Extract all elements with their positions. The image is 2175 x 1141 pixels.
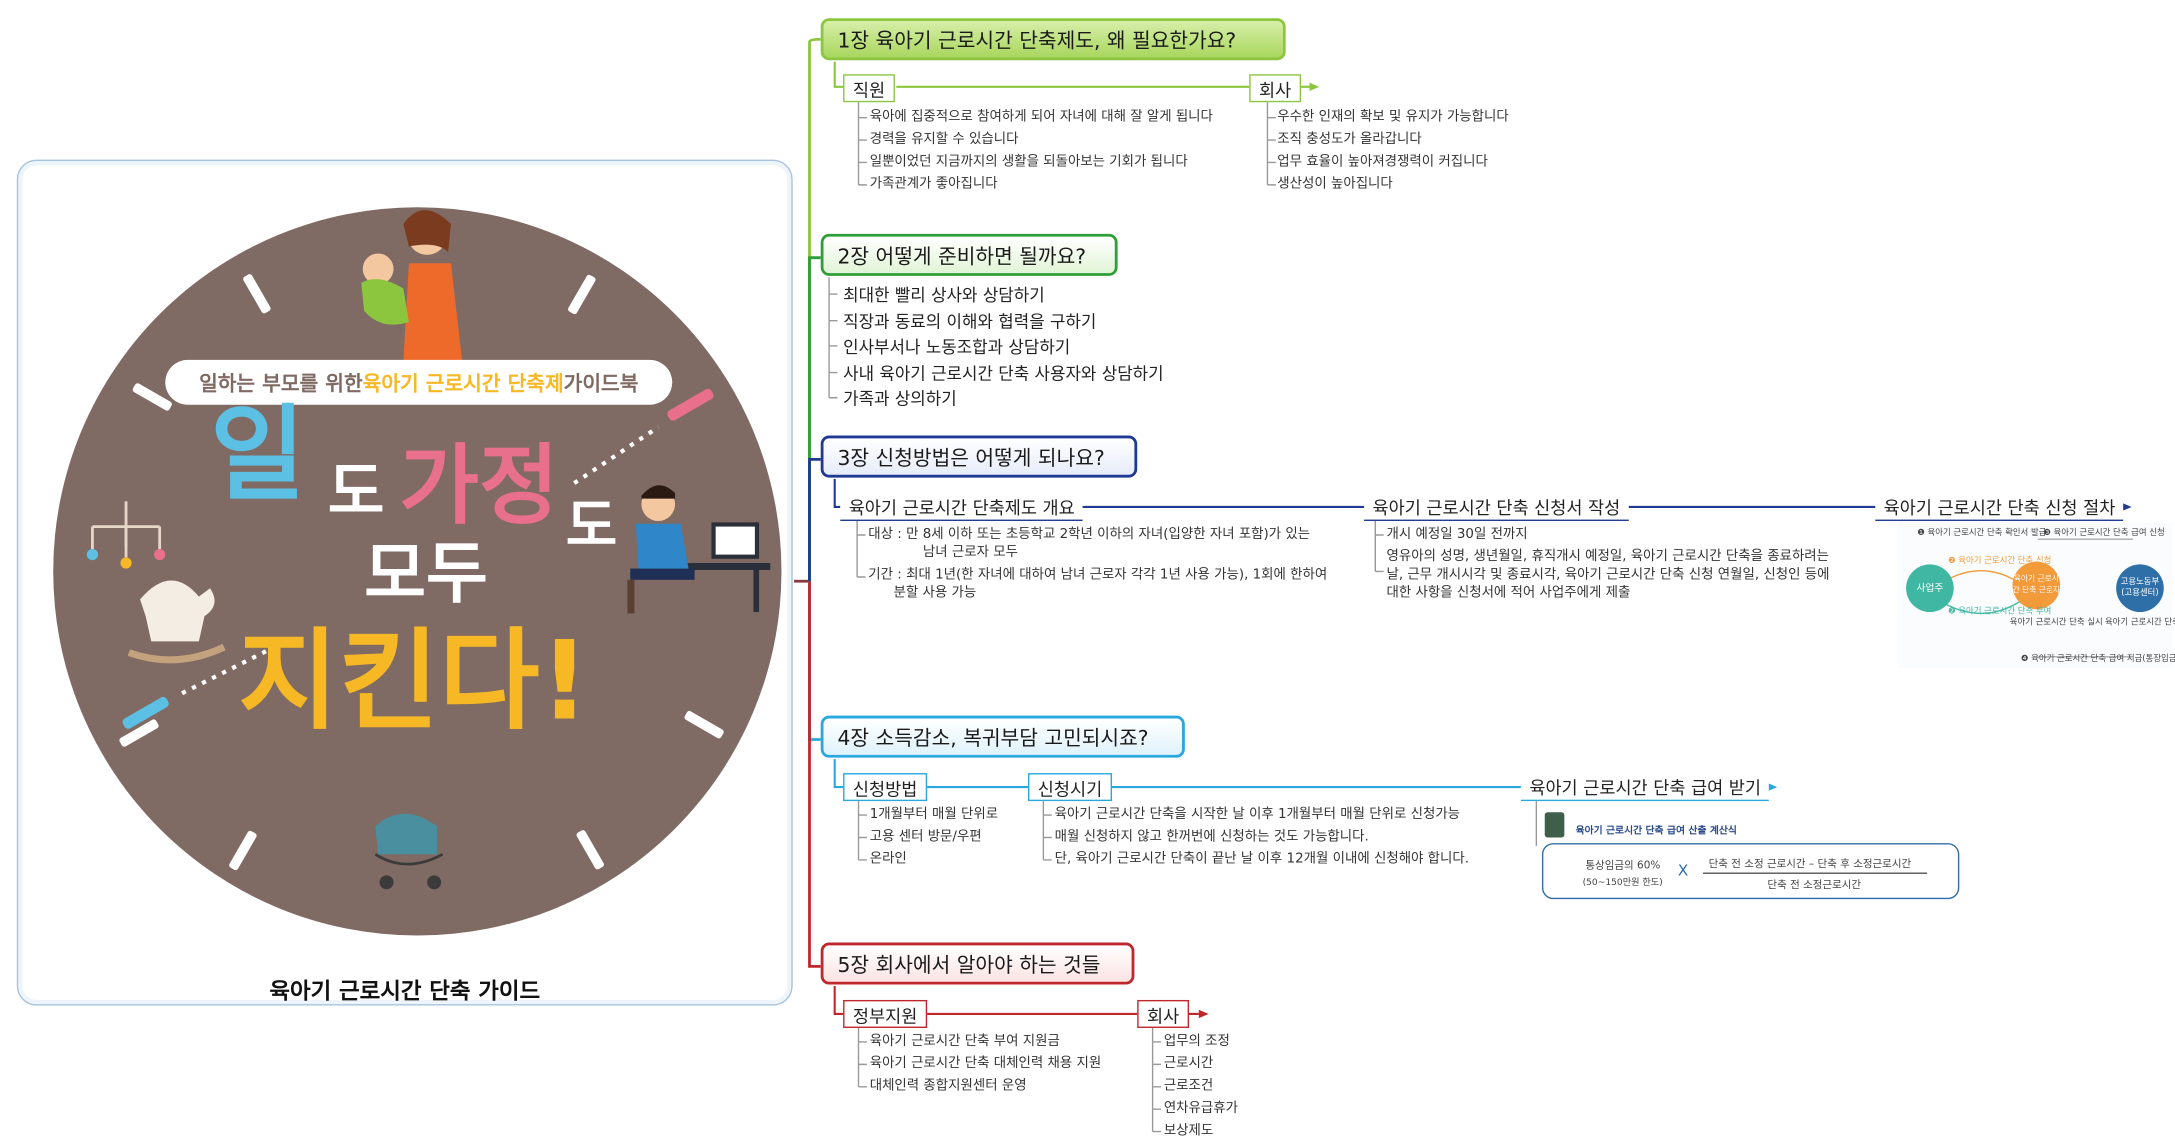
ch1-company-item: 우수한 인재의 확보 및 유지가 가능합니다	[1277, 109, 1509, 125]
cover-frame	[16, 159, 793, 1006]
baby-mobile-illustration	[91, 501, 162, 558]
ch3-form-deadline: 개시 예정일 30일 전까지	[1386, 526, 1528, 542]
cover-banner: 일하는 부모를 위한 육아기 근로시간 단축제 가이드북	[165, 359, 673, 405]
ch1-employee-item: 가족관계가 좋아집니다	[869, 176, 998, 192]
ch3-form-detail-3: 대한 사항을 신청서에 적어 사업주에게 제출	[1386, 585, 1631, 601]
calculator-icon	[1544, 812, 1565, 838]
proc-step-4: ❹ 육아기 근로시간 단축 급여 지급(통장입금)	[2020, 654, 2175, 664]
formula-fraction-bar	[1703, 872, 1928, 874]
cover-caption: 육아기 근로시간 단축 가이드	[269, 977, 541, 1005]
ch5-company-item: 업무의 조정	[1163, 1033, 1230, 1049]
proc-step-2b: ❷ 육아기 근로시간 단축 부여	[1948, 606, 2052, 617]
ch4-timing-label[interactable]: 신청시기	[1027, 773, 1113, 802]
ch4-pay-label[interactable]: 육아기 근로시간 단축 급여 받기	[1520, 773, 1770, 802]
ch3-target-line1: 대상 : 만 8세 이하 또는 초등학교 2학년 이하의 자녀(입양한 자녀 포…	[868, 526, 1311, 542]
slogan-do1: 도	[327, 456, 385, 528]
ch4-timing-item: 육아기 근로시간 단축을 시작한 날 이후 1개월부터 매월 단위로 신청가능	[1054, 806, 1461, 823]
ch1-employee-item: 육아에 집중적으로 참여하게 되어 자녀에 대해 잘 알게 됩니다	[869, 109, 1213, 125]
ch5-company-label[interactable]: 회사	[1137, 999, 1190, 1028]
slogan-do2: 도	[565, 494, 618, 559]
ch3-procedure-label[interactable]: 육아기 근로시간 단축 신청 절차	[1875, 492, 2124, 521]
chapter-2-title[interactable]: 2장 어떻게 준비하면 될까요?	[820, 233, 1118, 276]
chapter-5-title[interactable]: 5장 회사에서 알아야 하는 것들	[820, 942, 1135, 985]
ch5-company-item: 근로조건	[1163, 1078, 1214, 1094]
slogan-il: 일	[210, 394, 306, 516]
chapter-4-title[interactable]: 4장 소득감소, 복귀부담 고민되시죠?	[820, 715, 1185, 758]
ch4-timing-item: 매월 신청하지 않고 한꺼번에 신청하는 것도 가능합니다.	[1054, 829, 1369, 845]
ch5-gov-item: 육아기 근로시간 단축 부여 지원금	[869, 1033, 1060, 1049]
formula-left-1: 통상임금의 60%	[1585, 858, 1661, 872]
proc-worker-circle: 육아기 근로시간 단축 근로자	[2012, 561, 2061, 610]
slogan-gajeong: 가정	[399, 434, 559, 537]
ch4-timing-item: 단, 육아기 근로시간 단축이 끝난 날 이후 12개월 이내에 신청해야 합니…	[1054, 851, 1470, 867]
ch5-company-item: 근로시간	[1163, 1055, 1214, 1072]
ch3-procedure-diagram: 사업주 육아기 근로시간 단축 근로자 고용노동부 (고용센터) ❶ 육아기 근…	[1897, 522, 2175, 669]
ch4-method-label[interactable]: 신청방법	[843, 773, 928, 802]
rocking-horse-illustration	[127, 580, 226, 664]
ch2-item: 직장과 동료의 이해와 협력을 구하기	[843, 312, 1097, 332]
ch1-employee-label[interactable]: 직원	[843, 74, 895, 103]
formula-box: 통상임금의 60% (50~150만원 한도) X 단축 전 소정 근로시간 –…	[1541, 843, 1960, 900]
proc-step-3: ❸ 육아기 근로시간 단축 급여 신청	[2043, 527, 2165, 538]
chapter-1-title[interactable]: 1장 육아기 근로시간 단축제도, 왜 필요한가요?	[820, 18, 1286, 61]
ch2-item: 사내 육아기 근로시간 단축 사용자와 상담하기	[843, 364, 1164, 384]
ch3-period-line1: 기간 : 최대 1년(한 자녀에 대하여 남녀 근로자 각각 1년 사용 가능)…	[868, 567, 1328, 583]
ch2-item: 가족과 상의하기	[843, 389, 957, 409]
slogan-modu: 모두	[364, 534, 488, 614]
banner-text-pre: 일하는 부모를 위한	[199, 373, 363, 396]
ch5-company-item: 보상제도	[1163, 1123, 1214, 1139]
ch3-form-detail-1: 영유아의 성명, 생년월일, 휴직개시 예정일, 육아기 근로시간 단축을 종료…	[1386, 548, 1830, 565]
ch4-method-item: 온라인	[869, 851, 907, 867]
proc-ministry-check: 육아기 근로시간 단축 심사 확인	[2104, 617, 2175, 628]
ch1-company-item: 조직 충성도가 올라갑니다	[1277, 131, 1422, 148]
formula-heading: 육아기 근로시간 단축 급여 산출 계산식	[1575, 824, 1737, 837]
ch5-company-item: 연차유급휴가	[1163, 1100, 1238, 1117]
ch5-gov-item: 육아기 근로시간 단축 대체인력 채용 지원	[869, 1055, 1102, 1072]
formula-times: X	[1677, 861, 1689, 880]
ch1-employee-item: 일뿐이었던 지금까지의 생활을 되돌아보는 기회가 됩니다	[869, 154, 1188, 170]
ch3-form-detail-2: 날, 근무 개시시각 및 종료시각, 육아기 근로시간 단축 신청 연월일, 신…	[1386, 567, 1830, 583]
ch4-method-item: 1개월부터 매월 단위로	[869, 806, 999, 823]
ch1-company-label[interactable]: 회사	[1249, 74, 1302, 103]
ch3-overview-label[interactable]: 육아기 근로시간 단축제도 개요	[840, 492, 1084, 521]
ch1-company-item: 업무 효율이 높아져경쟁력이 커집니다	[1277, 154, 1488, 170]
formula-left-2: (50~150만원 한도)	[1582, 876, 1663, 888]
ch3-form-label[interactable]: 육아기 근로시간 단축 신청서 작성	[1364, 492, 1629, 521]
ch2-item: 최대한 빨리 상사와 상담하기	[843, 285, 1045, 306]
ch5-gov-label[interactable]: 정부지원	[843, 999, 928, 1028]
formula-denominator: 단축 전 소정근로시간	[1767, 878, 1862, 891]
slogan-jikinda: 지킨다!	[238, 619, 590, 746]
proc-employer-circle: 사업주	[1906, 564, 1954, 613]
proc-worker-run: 육아기 근로시간 단축 실시	[2009, 617, 2103, 628]
banner-text-highlight: 육아기 근로시간 단축제	[362, 373, 564, 396]
proc-ministry-circle: 고용노동부 (고용센터)	[2116, 564, 2164, 613]
ch3-target-line2: 남녀 근로자 모두	[922, 544, 1019, 561]
formula-numerator: 단축 전 소정 근로시간 – 단축 후 소정근로시간	[1708, 857, 1912, 870]
proc-step-1: ❶ 육아기 근로시간 단축 확인서 발급	[1917, 527, 2047, 538]
ch1-employee-item: 경력을 유지할 수 있습니다	[869, 131, 1019, 148]
chapter-3-title[interactable]: 3장 신청방법은 어떻게 되나요?	[820, 435, 1138, 478]
ch5-gov-item: 대체인력 종합지원센터 운영	[869, 1078, 1027, 1094]
stroller-illustration	[374, 813, 444, 890]
office-worker-illustration	[627, 485, 771, 614]
mother-child-illustration	[361, 210, 463, 393]
proc-step-2a: ❷ 육아기 근로시간 단축 신청	[1948, 555, 2052, 566]
ch2-item: 인사부서나 노동조합과 상담하기	[843, 337, 1071, 358]
banner-text-post: 가이드북	[563, 373, 639, 396]
ch3-period-line2: 분할 사용 가능	[893, 585, 977, 601]
ch4-method-item: 고용 센터 방문/우편	[869, 829, 982, 845]
ch1-company-item: 생산성이 높아집니다	[1277, 176, 1393, 192]
